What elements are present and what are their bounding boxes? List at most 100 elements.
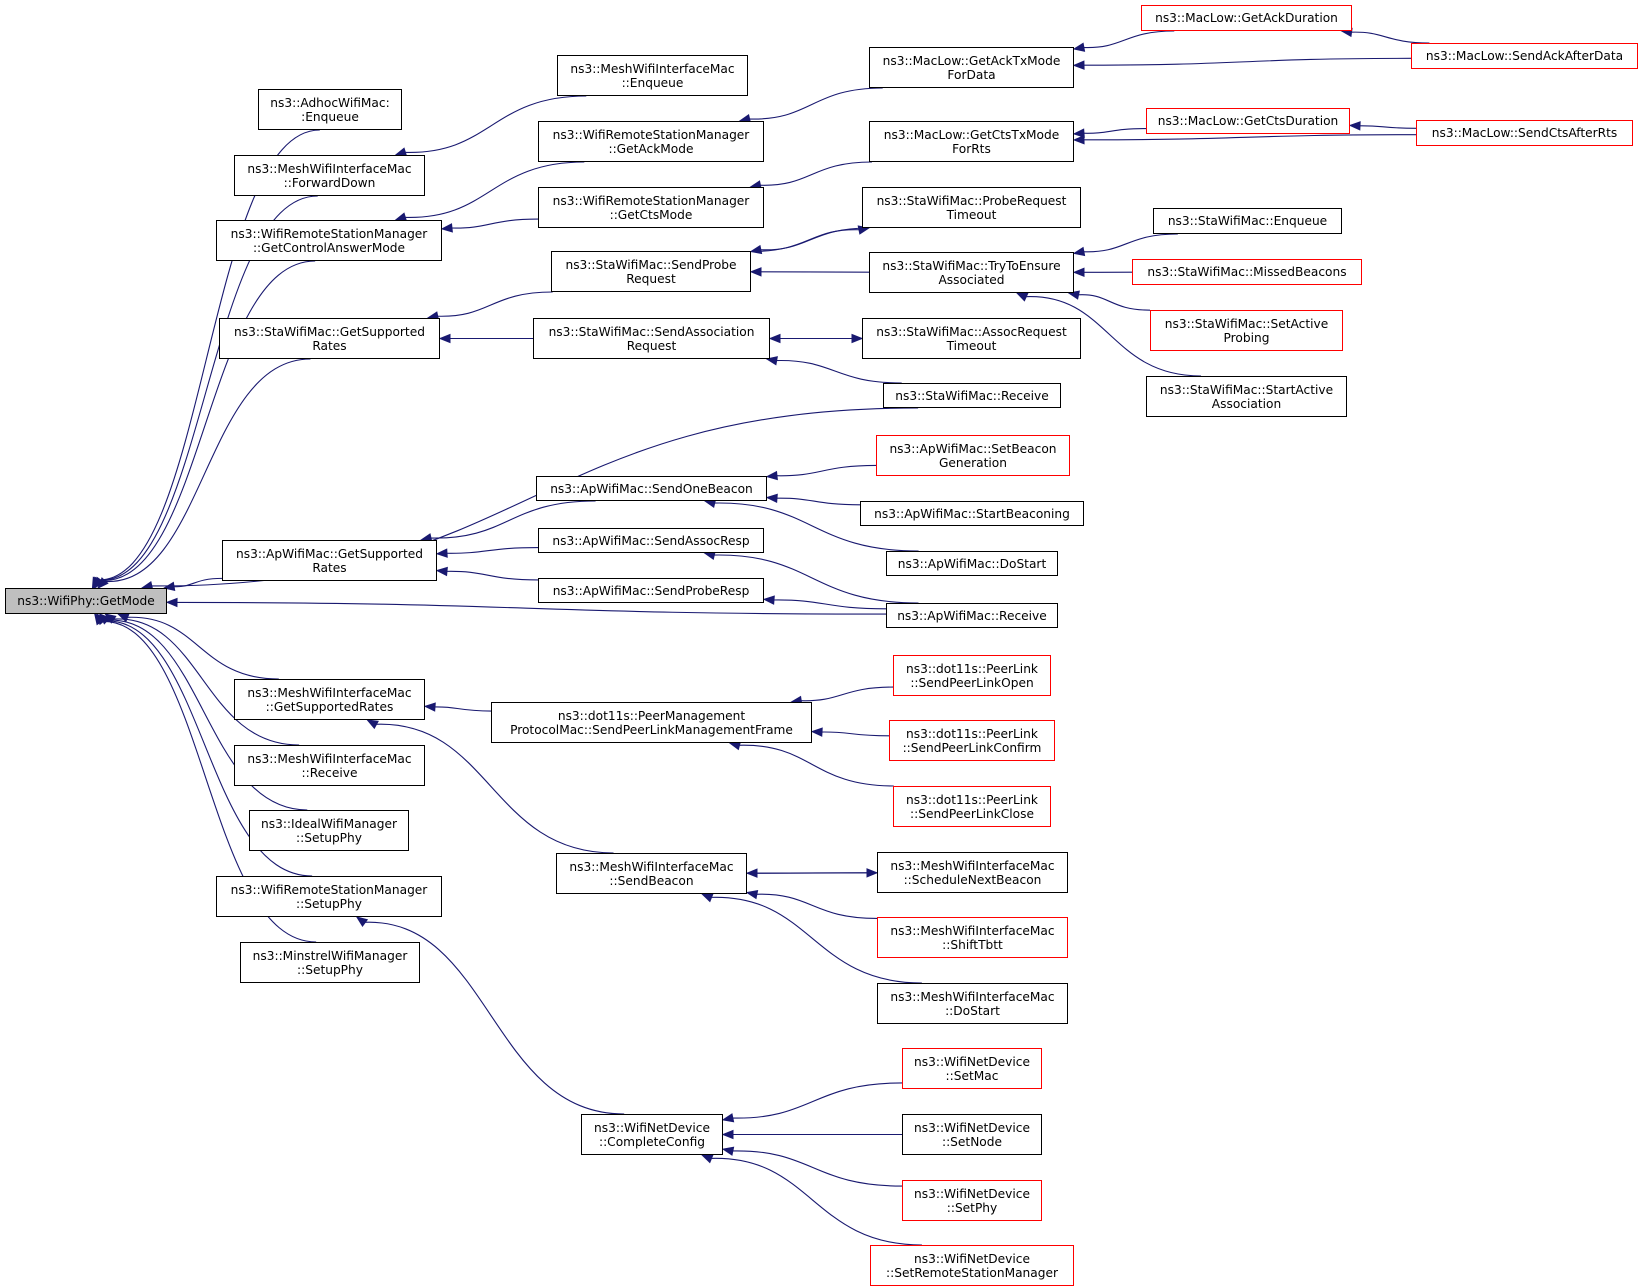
edge-ap-sendproberesp-to-ap-getsupportedrates [445,570,539,581]
node-label: ns3::MacLow::SendAckAfterData [1425,49,1624,63]
node-label: ns3::StaWifiMac::Receive [895,388,1049,403]
edge-mesh-forwarddown-to-getmode [97,195,318,581]
node-mesh-receive[interactable]: ns3::MeshWifiInterfaceMac ::Receive [234,745,425,786]
node-peer-sendpeerlinkmgmt[interactable]: ns3::dot11s::PeerManagement ProtocolMac:… [491,702,812,743]
node-sta-trytoensure[interactable]: ns3::StaWifiMac::TryToEnsure Associated [869,252,1074,293]
node-label: ns3::WifiNetDevice ::CompleteConfig [594,1120,710,1149]
node-peerlink-sendclose[interactable]: ns3::dot11s::PeerLink ::SendPeerLinkClos… [893,786,1051,827]
node-wnd-setnode[interactable]: ns3::WifiNetDevice ::SetNode [902,1114,1042,1155]
arrowhead [1072,246,1086,257]
edge-ap-sendonebeacon-to-ap-getsupportedrates [429,500,596,539]
node-getmode[interactable]: ns3::WifiPhy::GetMode [5,588,167,614]
arrowhead [97,577,109,589]
node-wnd-completeconfig[interactable]: ns3::WifiNetDevice ::CompleteConfig [581,1114,723,1155]
node-maclow-getctsduration[interactable]: ns3::MacLow::GetCtsDuration [1146,108,1350,134]
edge-wnd-completeconfig-to-wrsm-setupphy [364,921,625,1115]
arrowhead [749,244,763,255]
edge-sta-receive-to-sta-sendassociationrequest [775,360,902,384]
node-wrsm-getctsmode[interactable]: ns3::WifiRemoteStationManager ::GetCtsMo… [538,187,764,228]
node-sta-startactiveassociation[interactable]: ns3::StaWifiMac::StartActive Association [1146,376,1347,417]
node-wrsm-getcontrolanswermode[interactable]: ns3::WifiRemoteStationManager ::GetContr… [216,220,442,261]
edge-sta-proberequesttimeout-to-sta-sendproberequest [759,227,869,251]
node-label: ns3::WifiRemoteStationManager ::GetContr… [230,226,428,255]
arrowhead [1015,292,1029,302]
node-label: ns3::WifiPhy::GetMode [17,594,155,608]
node-maclow-getackduration[interactable]: ns3::MacLow::GetAckDuration [1141,5,1352,31]
node-ap-sendonebeacon[interactable]: ns3::ApWifiMac::SendOneBeacon [536,476,767,501]
node-label: ns3::MeshWifiInterfaceMac ::DoStart [890,989,1055,1018]
edge-wnd-setphy-to-wnd-completeconfig [731,1150,903,1187]
node-peerlink-sendconfirm[interactable]: ns3::dot11s::PeerLink ::SendPeerLinkConf… [889,720,1055,761]
arrowhead [762,595,775,605]
node-ideal-setupphy[interactable]: ns3::IdealWifiManager ::SetupPhy [249,810,409,851]
node-maclow-getctstxmode[interactable]: ns3::MacLow::GetCtsTxMode ForRts [869,121,1074,162]
node-maclow-sendctsafterrts[interactable]: ns3::MacLow::SendCtsAfterRts [1416,120,1633,146]
node-label: ns3::MinstrelWifiManager ::SetupPhy [252,948,408,977]
node-sta-sendproberequest[interactable]: ns3::StaWifiMac::SendProbe Request [551,251,751,292]
node-wrsm-setupphy[interactable]: ns3::WifiRemoteStationManager ::SetupPhy [216,876,442,917]
node-label: ns3::WifiNetDevice ::SetNode [914,1120,1030,1149]
edge-ideal-setupphy-to-getmode [106,619,308,811]
arrowhead [1067,290,1080,300]
node-wnd-setmac[interactable]: ns3::WifiNetDevice ::SetMac [902,1048,1042,1089]
node-label: ns3::ApWifiMac::DoStart [897,556,1047,571]
node-mesh-schedulenextbeacon[interactable]: ns3::MeshWifiInterfaceMac ::ScheduleNext… [877,852,1068,893]
node-sta-assocrequesttimeout[interactable]: ns3::StaWifiMac::AssocRequest Timeout [862,318,1081,359]
arrowhead [440,223,453,233]
edge-ap-receive-to-ap-sendassocresp [713,554,919,604]
arrowhead [1072,42,1086,52]
edge-wrsm-setupphy-to-getmode [102,620,313,877]
node-label: ns3::MacLow::GetAckTxMode ForData [882,53,1061,82]
edge-maclow-sendackafterdata-to-maclow-getacktxmode [1082,57,1412,66]
node-label: ns3::dot11s::PeerManagement ProtocolMac:… [510,708,793,737]
node-ap-sendproberesp[interactable]: ns3::ApWifiMac::SendProbeResp [538,578,764,603]
node-mesh-sendbeacon[interactable]: ns3::MeshWifiInterfaceMac ::SendBeacon [556,853,747,894]
node-ap-setbeacongeneration[interactable]: ns3::ApWifiMac::SetBeacon Generation [876,435,1070,476]
node-ap-dostart[interactable]: ns3::ApWifiMac::DoStart [886,551,1058,576]
node-mesh-shifttbtt[interactable]: ns3::MeshWifiInterfaceMac ::ShiftTbtt [877,917,1068,958]
node-label: ns3::AdhocWifiMac: :Enqueue [270,95,390,124]
node-mesh-enqueue[interactable]: ns3::MeshWifiInterfaceMac ::Enqueue [557,55,748,96]
node-maclow-sendackafterdata[interactable]: ns3::MacLow::SendAckAfterData [1411,43,1638,69]
node-mesh-getsupportedrates[interactable]: ns3::MeshWifiInterfaceMac ::GetSupported… [234,679,425,720]
node-peerlink-sendopen[interactable]: ns3::dot11s::PeerLink ::SendPeerLinkOpen [893,655,1051,696]
node-ap-sendassocresp[interactable]: ns3::ApWifiMac::SendAssocResp [538,528,764,553]
node-label: ns3::StaWifiMac::StartActive Association [1159,382,1334,411]
node-label: ns3::MeshWifiInterfaceMac ::ScheduleNext… [890,858,1055,887]
node-adhoc-enqueue[interactable]: ns3::AdhocWifiMac: :Enqueue [258,89,402,130]
arrowhead [165,597,178,608]
node-sta-setactiveprobing[interactable]: ns3::StaWifiMac::SetActive Probing [1150,310,1343,351]
node-wrsm-getackmode[interactable]: ns3::WifiRemoteStationManager ::GetAckMo… [538,121,764,162]
node-mesh-dostart[interactable]: ns3::MeshWifiInterfaceMac ::DoStart [877,983,1068,1024]
node-label: ns3::WifiRemoteStationManager ::SetupPhy [230,882,428,911]
node-label: ns3::WifiRemoteStationManager ::GetCtsMo… [552,193,750,222]
arrowhead [1348,121,1361,131]
node-label: ns3::MacLow::GetAckDuration [1155,11,1338,25]
edge-sta-setactiveprobing-to-sta-trytoensure [1077,294,1151,311]
node-wnd-setphy[interactable]: ns3::WifiNetDevice ::SetPhy [902,1180,1042,1221]
node-minstrel-setupphy[interactable]: ns3::MinstrelWifiManager ::SetupPhy [240,942,420,983]
node-label: ns3::MeshWifiInterfaceMac ::GetSupported… [247,685,412,714]
node-ap-getsupportedrates[interactable]: ns3::ApWifiMac::GetSupported Rates [222,540,437,581]
node-maclow-getacktxmode[interactable]: ns3::MacLow::GetAckTxMode ForData [869,47,1074,88]
node-sta-receive[interactable]: ns3::StaWifiMac::Receive [883,383,1061,408]
node-ap-receive[interactable]: ns3::ApWifiMac::Receive [886,603,1058,628]
node-label: ns3::ApWifiMac::SendProbeResp [552,583,750,598]
node-sta-proberequesttimeout[interactable]: ns3::StaWifiMac::ProbeRequest Timeout [862,187,1081,228]
node-label: ns3::StaWifiMac::SendAssociation Request [548,324,755,353]
node-wnd-setremotestationmanager[interactable]: ns3::WifiNetDevice ::SetRemoteStationMan… [870,1245,1074,1286]
edge-ap-receive-to-ap-sendproberesp [772,599,887,610]
node-ap-startbeaconing[interactable]: ns3::ApWifiMac::StartBeaconing [860,501,1084,526]
node-label: ns3::MeshWifiInterfaceMac ::ShiftTbtt [890,923,1055,952]
node-mesh-forwarddown[interactable]: ns3::MeshWifiInterfaceMac ::ForwardDown [234,155,425,196]
node-label: ns3::ApWifiMac::GetSupported Rates [236,546,423,575]
node-label: ns3::dot11s::PeerLink ::SendPeerLinkClos… [906,792,1038,821]
edge-maclow-getctsduration-to-maclow-getctstxmode [1082,128,1147,134]
node-label: ns3::StaWifiMac::GetSupported Rates [234,324,425,353]
node-sta-missedbeacons[interactable]: ns3::StaWifiMac::MissedBeacons [1132,259,1362,285]
edge-maclow-getacktxmode-to-wrsm-getackmode [748,87,883,120]
node-sta-getsupportedrates[interactable]: ns3::StaWifiMac::GetSupported Rates [219,318,440,359]
edge-ap-setbeacongeneration-to-ap-sendonebeacon [775,464,877,477]
node-sta-enqueue[interactable]: ns3::StaWifiMac::Enqueue [1153,208,1342,234]
node-sta-sendassociationrequest[interactable]: ns3::StaWifiMac::SendAssociation Request [533,318,770,359]
